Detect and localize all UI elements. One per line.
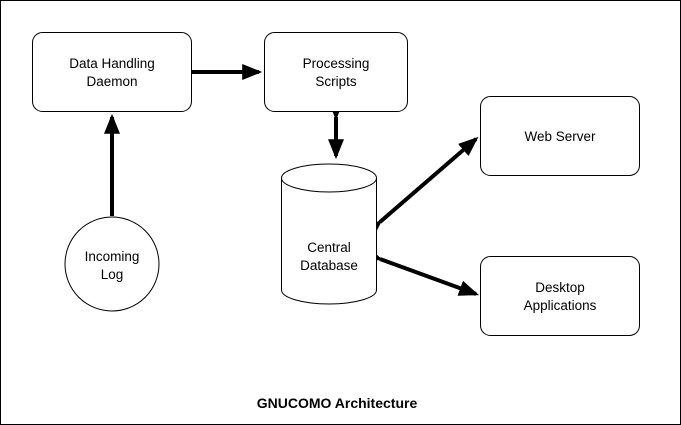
node-processing-scripts-label-1: Processing [303,56,370,71]
node-incoming-log-label-2: Log [101,267,124,282]
node-desktop-applications: Desktop Applications [480,256,640,336]
node-data-handling-daemon-label-1: Data Handling [69,56,155,71]
node-central-database-label-1: Central [307,240,351,255]
node-data-handling-daemon: Data Handling Daemon [32,32,192,112]
node-web-server: Web Server [480,96,640,176]
arrow-database-desktop [361,245,480,296]
node-desktop-applications-label-1: Desktop [535,280,585,295]
node-processing-scripts: Processing Scripts [264,32,408,112]
node-data-handling-daemon-label-2: Daemon [86,74,137,89]
node-central-database: Central Database [281,163,377,305]
diagram-title: GNUCOMO Architecture [257,395,418,411]
node-web-server-label: Web Server [524,129,596,144]
node-incoming-log: Incoming Log [64,216,160,312]
node-desktop-applications-label-2: Applications [524,298,597,313]
node-processing-scripts-label-2: Scripts [315,74,357,89]
arrow-database-webserver [362,136,479,240]
node-central-database-label-2: Database [300,258,358,273]
node-incoming-log-label-1: Incoming [85,249,140,264]
